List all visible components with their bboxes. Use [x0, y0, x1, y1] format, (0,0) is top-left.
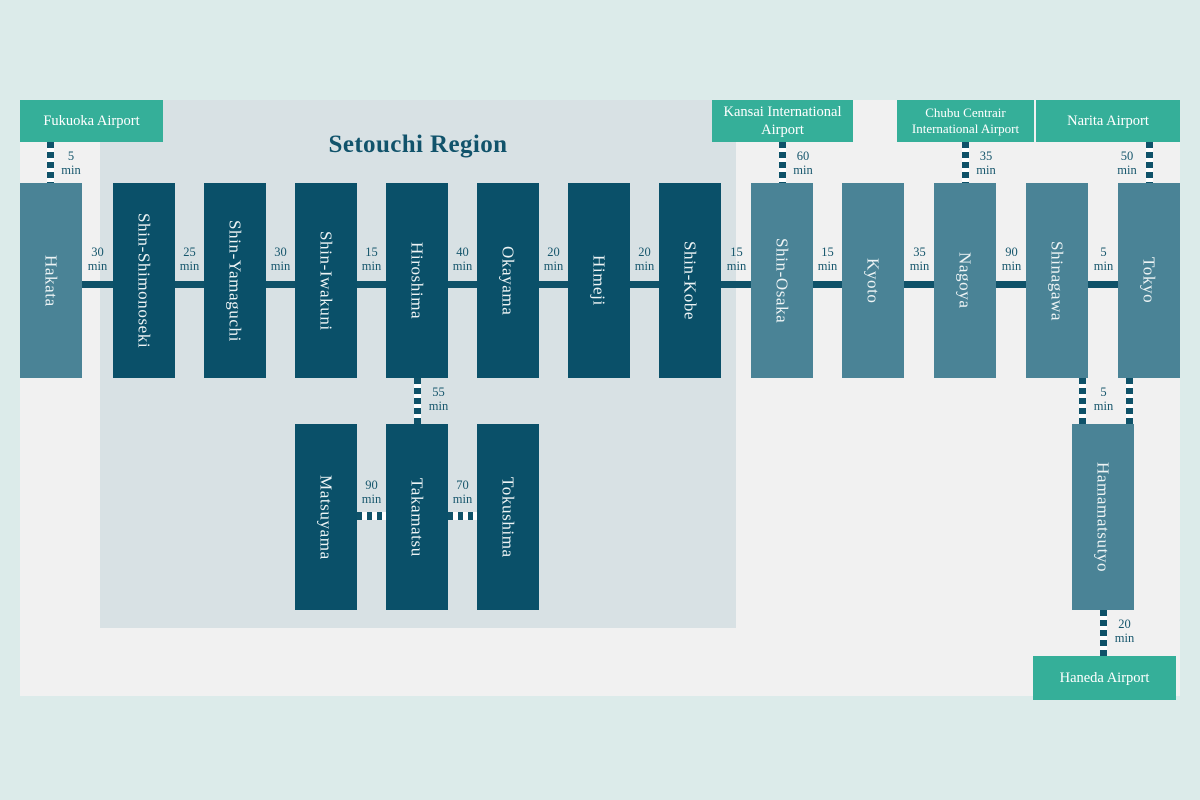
station-hamamatsutyo[interactable]: Hamamatsutyo	[1072, 424, 1134, 610]
station-hiroshima[interactable]: Hiroshima	[386, 183, 448, 378]
station-shin-yamaguchi-label: Shin-Yamaguchi	[225, 219, 245, 342]
duration-shin-kobe-shin-osaka: 15 min	[726, 245, 747, 273]
station-matsuyama[interactable]: Matsuyama	[295, 424, 357, 610]
duration-kansai-airport-shin-osaka: 60 min	[793, 149, 813, 177]
duration-takamatsu-tokushima: 70 min	[452, 478, 473, 506]
station-shin-kobe[interactable]: Shin-Kobe	[659, 183, 721, 378]
duration-shin-iwakuni-hiroshima: 15 min	[361, 245, 382, 273]
connector-hiroshima-okayama	[448, 281, 477, 288]
station-shin-shimonoseki-label: Shin-Shimonoseki	[134, 212, 154, 349]
station-hakata-label: Hakata	[41, 254, 61, 307]
connector-shin-yamaguchi-shin-iwakuni	[266, 281, 295, 288]
connector-shin-iwakuni-hiroshima	[357, 281, 386, 288]
station-hiroshima-label: Hiroshima	[407, 241, 427, 320]
connector-shin-kobe-shin-osaka	[721, 281, 751, 288]
connector-himeji-shin-kobe	[630, 281, 659, 288]
duration-okayama-himeji: 20 min	[543, 245, 564, 273]
station-shin-osaka[interactable]: Shin-Osaka	[751, 183, 813, 378]
duration-nagoya-shinagawa: 90 min	[1001, 245, 1022, 273]
station-takamatsu-label: Takamatsu	[407, 477, 427, 557]
duration-matsuyama-takamatsu: 90 min	[361, 478, 382, 506]
connector-shin-shimonoseki-shin-yamaguchi	[175, 281, 204, 288]
station-okayama[interactable]: Okayama	[477, 183, 539, 378]
connector-okayama-himeji	[539, 281, 568, 288]
duration-hiroshima-takamatsu: 55 min	[428, 385, 449, 413]
connector-shinagawa-tokyo	[1088, 281, 1118, 288]
connector-hakata-shin-shimonoseki	[82, 281, 113, 288]
duration-narita-airport-tokyo: 50 min	[1117, 149, 1137, 177]
duration-hiroshima-okayama: 40 min	[452, 245, 473, 273]
duration-shin-osaka-kyoto: 15 min	[817, 245, 838, 273]
station-shinagawa[interactable]: Shinagawa	[1026, 183, 1088, 378]
connector-shin-osaka-kyoto	[813, 281, 842, 288]
duration-kyoto-nagoya: 35 min	[909, 245, 930, 273]
station-kyoto-label: Kyoto	[863, 257, 883, 304]
connector-takamatsu-tokushima	[448, 512, 477, 520]
connector-kansai-airport-shin-osaka	[779, 142, 786, 183]
station-tokyo-label: Tokyo	[1139, 257, 1159, 304]
airport-fukuoka[interactable]: Fukuoka Airport	[20, 100, 163, 142]
station-shin-osaka-label: Shin-Osaka	[772, 237, 792, 324]
station-himeji-label: Himeji	[589, 255, 609, 306]
station-shinagawa-label: Shinagawa	[1047, 240, 1067, 321]
duration-hakata-shin-shimonoseki: 30 min	[87, 245, 108, 273]
duration-shinagawa-tokyo: 5 min	[1093, 245, 1114, 273]
duration-fukuoka-airport-hakata: 5 min	[61, 149, 81, 177]
station-tokyo[interactable]: Tokyo	[1118, 183, 1180, 378]
station-shin-kobe-label: Shin-Kobe	[680, 240, 700, 321]
connector-fukuoka-airport-hakata	[47, 142, 54, 183]
airport-kansai-label: Kansai International Airport	[723, 103, 842, 138]
duration-himeji-shin-kobe: 20 min	[634, 245, 655, 273]
station-nagoya[interactable]: Nagoya	[934, 183, 996, 378]
connector-matsuyama-takamatsu	[357, 512, 386, 520]
connector-kyoto-nagoya	[904, 281, 934, 288]
station-shin-shimonoseki[interactable]: Shin-Shimonoseki	[113, 183, 175, 378]
station-shin-iwakuni[interactable]: Shin-Iwakuni	[295, 183, 357, 378]
airport-chubu-centrair[interactable]: Chubu Centrair International Airport	[897, 100, 1034, 142]
duration-shin-yamaguchi-shin-iwakuni: 30 min	[270, 245, 291, 273]
duration-chubu-airport-nagoya: 35 min	[976, 149, 996, 177]
station-tokushima[interactable]: Tokushima	[477, 424, 539, 610]
connector-chubu-airport-nagoya	[962, 142, 969, 183]
connector-tokyo-hamamatsutyo	[1126, 378, 1133, 424]
connector-nagoya-shinagawa	[996, 281, 1026, 288]
connector-hamamatsutyo-haneda	[1100, 610, 1107, 656]
station-matsuyama-label: Matsuyama	[316, 474, 336, 560]
airport-haneda-label: Haneda Airport	[1059, 669, 1150, 686]
station-nagoya-label: Nagoya	[955, 252, 975, 309]
connector-narita-airport-tokyo	[1146, 142, 1153, 183]
station-takamatsu[interactable]: Takamatsu	[386, 424, 448, 610]
duration-shin-shimonoseki-shin-yamaguchi: 25 min	[179, 245, 200, 273]
station-himeji[interactable]: Himeji	[568, 183, 630, 378]
duration-tokyo-hamamatsutyo: 5 min	[1093, 385, 1114, 413]
airport-narita[interactable]: Narita Airport	[1036, 100, 1180, 142]
station-okayama-label: Okayama	[498, 245, 518, 316]
airport-fukuoka-label: Fukuoka Airport	[43, 112, 140, 129]
airport-haneda[interactable]: Haneda Airport	[1033, 656, 1176, 700]
station-hamamatsutyo-label: Hamamatsutyo	[1093, 461, 1113, 573]
station-kyoto[interactable]: Kyoto	[842, 183, 904, 378]
region-title: Setouchi Region	[328, 131, 508, 158]
station-hakata[interactable]: Hakata	[20, 183, 82, 378]
airport-narita-label: Narita Airport	[1067, 112, 1149, 129]
airport-chubu-centrair-label: Chubu Centrair International Airport	[911, 104, 1020, 136]
connector-hiroshima-takamatsu	[414, 378, 421, 424]
airport-kansai[interactable]: Kansai International Airport	[712, 100, 853, 142]
duration-hamamatsutyo-haneda: 20 min	[1114, 617, 1135, 645]
station-shin-yamaguchi[interactable]: Shin-Yamaguchi	[204, 183, 266, 378]
station-tokushima-label: Tokushima	[498, 476, 518, 558]
connector-shinagawa-hamamatsutyo	[1079, 378, 1086, 424]
station-shin-iwakuni-label: Shin-Iwakuni	[316, 230, 336, 331]
